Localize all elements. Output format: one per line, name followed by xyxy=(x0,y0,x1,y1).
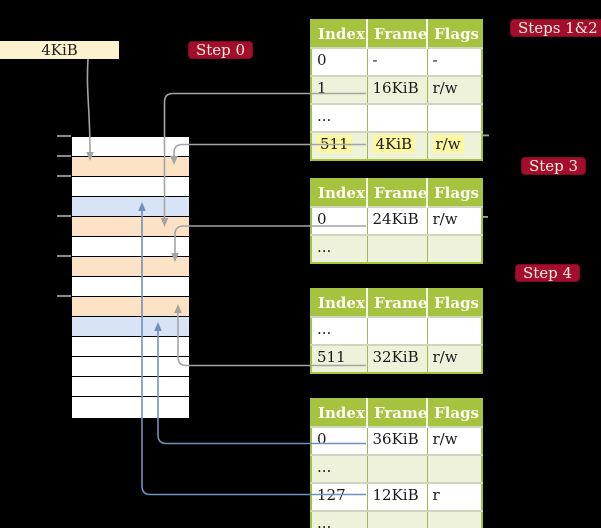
cell-flags: - xyxy=(426,47,482,76)
scale-tick xyxy=(57,175,71,177)
cell-flags xyxy=(426,316,482,345)
cell-frame: - xyxy=(366,47,427,76)
cell-index: 511 xyxy=(311,131,367,160)
table-row: 511 32KiB r/w xyxy=(311,344,482,373)
cell-frame: 24KiB xyxy=(366,206,427,235)
table-row: 0 - - xyxy=(311,47,482,76)
scale-tick xyxy=(57,295,71,297)
page-table-2: Index Frame Flags 0 24KiB r/w ... xyxy=(310,178,483,264)
cell-frame: 4KiB xyxy=(366,131,427,160)
cell-index: 0 xyxy=(311,426,367,455)
column-header-frame: Frame xyxy=(366,289,427,317)
column-header-flags: Flags xyxy=(426,399,482,427)
column-header-index: Index xyxy=(311,20,367,48)
memory-row-0KiB xyxy=(72,137,189,157)
column-header-flags: Flags xyxy=(426,289,482,317)
cell-flags xyxy=(426,510,482,528)
highlight-text: r/w xyxy=(432,135,464,153)
scale-tick xyxy=(57,155,71,157)
highlight-text: 511 xyxy=(317,135,352,153)
cell-flags xyxy=(426,103,482,132)
cell-index: 0 xyxy=(311,47,367,76)
line-stub xyxy=(483,134,489,137)
cell-index: ... xyxy=(311,234,367,263)
memory-row-8KiB xyxy=(72,177,189,197)
memory-row-20KiB xyxy=(72,237,189,257)
cell-index: 1 xyxy=(311,75,367,104)
memory-row-16KiB xyxy=(72,217,189,237)
cell-index: ... xyxy=(311,316,367,345)
cell-flags: r/w xyxy=(426,206,482,235)
column-header-index: Index xyxy=(311,399,367,427)
page-size-label: 4KiB xyxy=(0,41,119,59)
badge-steps-1-2: Steps 1&2 xyxy=(510,19,601,37)
page-table-1: Index Frame Flags 0 - - 1 16KiB r/w ... … xyxy=(310,19,483,161)
cell-flags xyxy=(426,454,482,483)
cell-frame xyxy=(366,316,427,345)
cell-frame xyxy=(366,510,427,528)
cell-frame xyxy=(366,454,427,483)
page-table-3: Index Frame Flags ... 511 32KiB r/w xyxy=(310,288,483,374)
cell-frame: 36KiB xyxy=(366,426,427,455)
table-row: ... xyxy=(311,510,482,528)
cell-index: ... xyxy=(311,103,367,132)
cell-frame xyxy=(366,103,427,132)
table-row: 0 36KiB r/w xyxy=(311,426,482,455)
table-row: ... xyxy=(311,316,482,345)
badge-step-0: Step 0 xyxy=(188,41,254,59)
column-header-flags: Flags xyxy=(426,20,482,48)
cell-index: 511 xyxy=(311,344,367,373)
column-header-index: Index xyxy=(311,179,367,207)
cell-frame: 12KiB xyxy=(366,482,427,511)
scale-tick xyxy=(57,215,71,217)
cell-frame: 16KiB xyxy=(366,75,427,104)
badge-step-4: Step 4 xyxy=(515,264,581,282)
badge-step-3: Step 3 xyxy=(521,157,587,175)
cell-index: ... xyxy=(311,454,367,483)
memory-row-24KiB xyxy=(72,257,189,277)
scale-tick xyxy=(57,255,71,257)
memory-row-52KiB xyxy=(72,397,189,417)
cell-flags: r/w xyxy=(426,426,482,455)
table-row: 127 12KiB r xyxy=(311,482,482,511)
column-header-frame: Frame xyxy=(366,179,427,207)
column-header-frame: Frame xyxy=(366,20,427,48)
cell-flags: r xyxy=(426,482,482,511)
scale-tick xyxy=(57,135,71,137)
cell-flags: r/w xyxy=(426,75,482,104)
table-row: 1 16KiB r/w xyxy=(311,75,482,104)
memory-row-32KiB xyxy=(72,297,189,317)
table-row: 0 24KiB r/w xyxy=(311,206,482,235)
memory-row-28KiB xyxy=(72,277,189,297)
table-row: ... xyxy=(311,454,482,483)
highlight-text: 4KiB xyxy=(372,135,416,153)
memory-row-40KiB xyxy=(72,337,189,357)
cell-flags: r/w xyxy=(426,131,482,160)
cell-flags: r/w xyxy=(426,344,482,373)
cell-flags xyxy=(426,234,482,263)
table-row: ... xyxy=(311,103,482,132)
table-row: ... xyxy=(311,234,482,263)
column-header-index: Index xyxy=(311,289,367,317)
memory-row-48KiB xyxy=(72,377,189,397)
page-table-4: Index Frame Flags 0 36KiB r/w ... 127 12… xyxy=(310,398,483,528)
column-header-frame: Frame xyxy=(366,399,427,427)
memory-row-36KiB xyxy=(72,317,189,337)
cell-index: 127 xyxy=(311,482,367,511)
table-row-highlighted: 511 4KiB r/w xyxy=(311,131,482,160)
memory-column xyxy=(71,136,190,419)
memory-row-44KiB xyxy=(72,357,189,377)
cell-frame xyxy=(366,234,427,263)
cell-index: 0 xyxy=(311,206,367,235)
memory-row-12KiB xyxy=(72,197,189,217)
cell-index: ... xyxy=(311,510,367,528)
column-header-flags: Flags xyxy=(426,179,482,207)
memory-row-4KiB xyxy=(72,157,189,177)
cell-frame: 32KiB xyxy=(366,344,427,373)
